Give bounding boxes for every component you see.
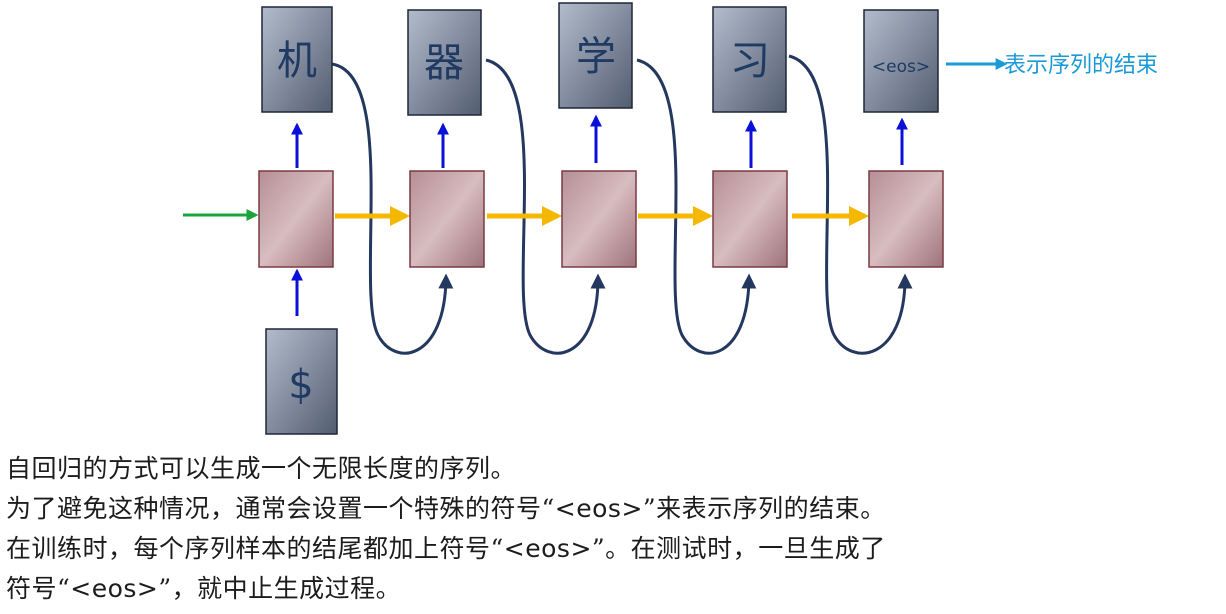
annotation-text: 表示序列的结束 [1004, 53, 1158, 78]
caption-text: ”。在测试时，一旦生成了 [591, 534, 886, 563]
output-box-4 [712, 6, 787, 113]
output-box-3 [558, 2, 633, 109]
rnn-cell-1 [258, 170, 334, 268]
caption-eos-token: <eos> [70, 574, 159, 603]
output-token-3: 学 [576, 34, 616, 80]
output-token-1: 机 [277, 38, 317, 84]
caption-line-4: 符号“<eos>”，就中止生成过程。 [6, 569, 1224, 609]
caption-text: 在训练时，每个序列样本的结尾都加上符号“ [6, 534, 504, 563]
caption-line-3: 在训练时，每个序列样本的结尾都加上符号“<eos>”。在测试时，一旦生成了 [6, 529, 1224, 569]
caption-text: 符号“ [6, 574, 71, 603]
autoregressive-generation-diagram: 机 器 学 习 <eos> $ 表示序列的结束 [183, 2, 1158, 435]
output-token-4: 习 [730, 38, 770, 84]
feedback-arrow-1 [331, 62, 454, 355]
input-token: $ [288, 362, 313, 408]
feedback-arrow-4 [788, 54, 913, 355]
caption-line-1: 自回归的方式可以生成一个无限长度的序列。 [6, 449, 1224, 489]
rnn-cell-3 [561, 170, 637, 268]
caption-text: 自回归的方式可以生成一个无限长度的序列。 [6, 454, 517, 483]
output-token-2: 器 [424, 40, 464, 86]
caption-eos-token: <eos> [554, 494, 643, 523]
feedback-arrow-2 [485, 58, 606, 355]
output-token-eos: <eos> [872, 57, 930, 77]
caption-text: 为了避免这种情况，通常会设置一个特殊的符号“ [6, 494, 555, 523]
caption-line-2: 为了避免这种情况，通常会设置一个特殊的符号“<eos>”来表示序列的结束。 [6, 489, 1224, 529]
caption-text: ”来表示序列的结束。 [642, 494, 886, 523]
rnn-cell-2 [409, 170, 485, 268]
output-box-5 [863, 9, 939, 113]
caption-text: ”，就中止生成过程。 [158, 574, 402, 603]
output-box-2 [407, 9, 482, 116]
output-box-1 [261, 6, 333, 113]
rnn-cell-4 [712, 170, 788, 268]
caption-eos-token: <eos> [503, 534, 592, 563]
rnn-cell-5 [868, 170, 944, 268]
input-box [265, 328, 338, 435]
caption: 自回归的方式可以生成一个无限长度的序列。 为了避免这种情况，通常会设置一个特殊的… [6, 449, 1224, 609]
feedback-arrow-3 [636, 58, 757, 355]
